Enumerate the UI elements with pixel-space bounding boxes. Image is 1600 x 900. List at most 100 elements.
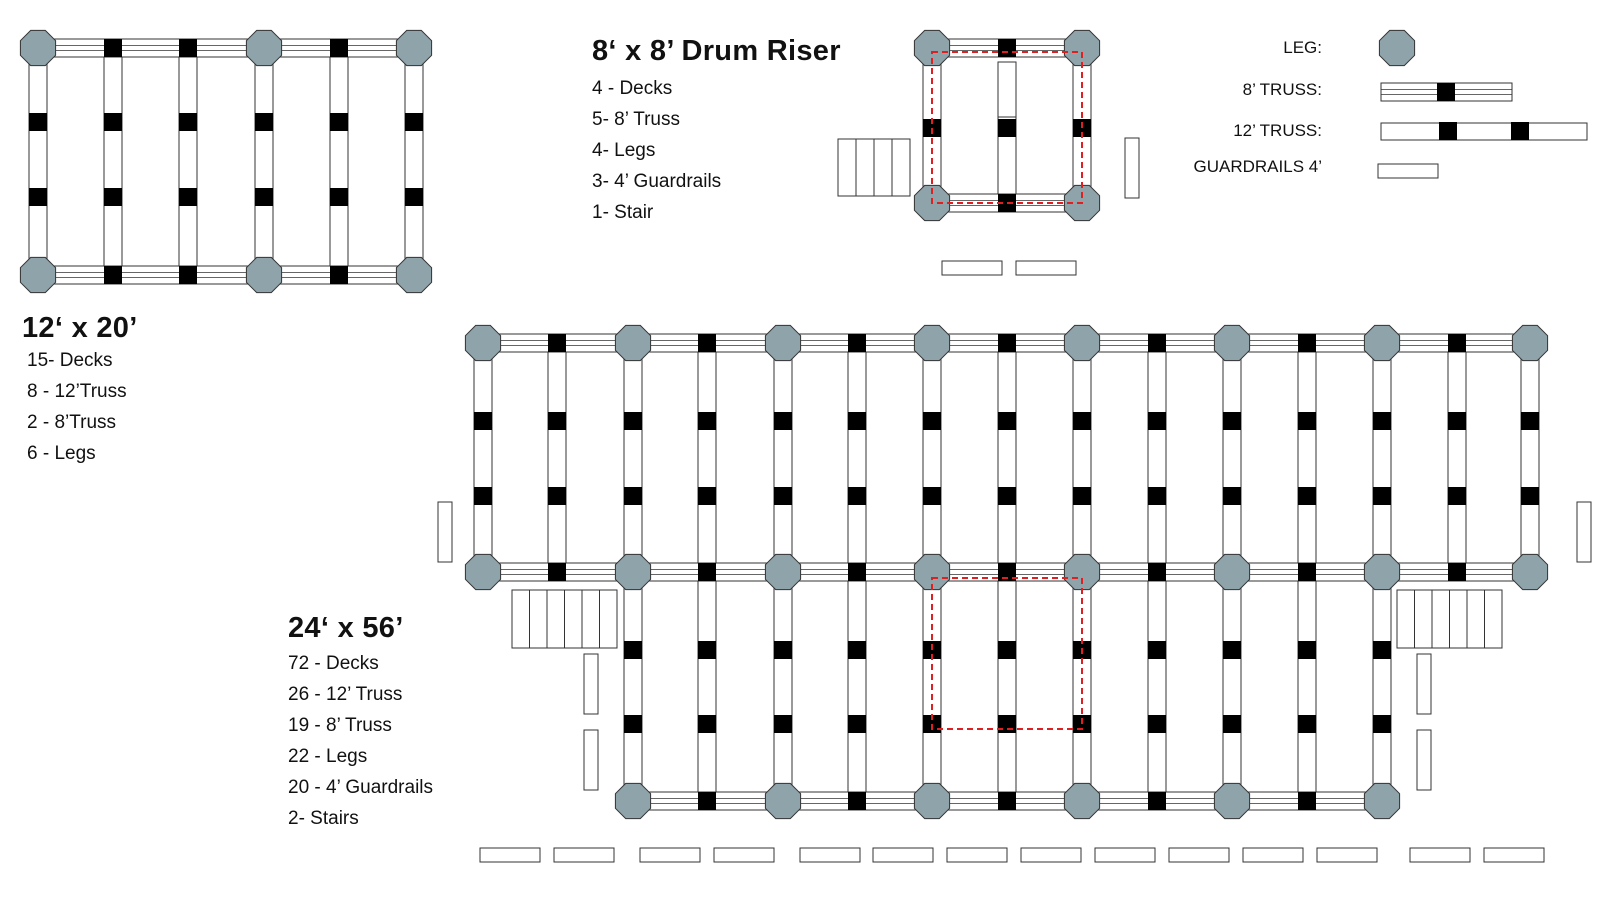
- plan-24x56-diagram: [437, 324, 1592, 863]
- truss-connector: [330, 188, 348, 206]
- truss-segment: [1297, 342, 1317, 573]
- truss-connector: [1521, 487, 1539, 505]
- truss-connector: [474, 412, 492, 430]
- truss-connector: [548, 563, 566, 581]
- truss-connector: [998, 334, 1016, 352]
- plan-24x56-item: 22 - Legs: [288, 746, 368, 767]
- truss-segment: [697, 342, 717, 573]
- truss-connector: [998, 119, 1016, 137]
- guardrail: [713, 847, 775, 863]
- truss-connector: [1148, 412, 1166, 430]
- guardrail: [1020, 847, 1082, 863]
- guardrail: [1416, 653, 1432, 715]
- truss-connector: [1439, 122, 1457, 140]
- leg-octagon: [19, 29, 57, 67]
- truss-segment: [922, 342, 942, 573]
- truss-segment: [1147, 342, 1167, 573]
- truss-segment: [1072, 571, 1092, 802]
- truss-connector: [255, 188, 273, 206]
- truss-connector: [405, 188, 423, 206]
- truss-segment: [997, 342, 1017, 573]
- truss-segment: [37, 265, 415, 285]
- leg-octagon: [464, 553, 502, 591]
- truss-connector: [774, 641, 792, 659]
- guardrail: [946, 847, 1008, 863]
- truss-segment: [329, 47, 349, 276]
- guardrail: [1483, 847, 1545, 863]
- plan-12x20-item: 2 - 8’Truss: [27, 412, 117, 433]
- truss-segment: [847, 571, 867, 802]
- leg-octagon: [1213, 324, 1251, 362]
- leg-octagon: [1511, 324, 1549, 362]
- truss-connector: [1148, 715, 1166, 733]
- truss-connector: [1223, 412, 1241, 430]
- truss-connector: [548, 334, 566, 352]
- leg-octagon: [614, 782, 652, 820]
- truss-segment: [1520, 342, 1540, 573]
- truss-segment: [847, 342, 867, 573]
- truss-connector: [998, 412, 1016, 430]
- leg-octagon: [1063, 324, 1101, 362]
- truss-connector: [1448, 563, 1466, 581]
- truss-connector: [405, 113, 423, 131]
- truss-segment: [623, 342, 643, 573]
- plan-24x56-item: 20 - 4’ Guardrails: [288, 777, 434, 798]
- truss-connector: [179, 188, 197, 206]
- leg-octagon: [1063, 29, 1101, 67]
- legend-truss12-label: 12’ TRUSS:: [1233, 121, 1322, 140]
- plan-drum-item: 3- 4’ Guardrails: [592, 171, 722, 192]
- guardrail: [437, 501, 453, 563]
- truss-connector: [1298, 563, 1316, 581]
- truss-connector: [1223, 641, 1241, 659]
- leg-octagon: [1363, 324, 1401, 362]
- guardrail: [1576, 501, 1592, 563]
- truss-connector: [104, 39, 122, 57]
- leg-octagon: [395, 29, 433, 67]
- truss-segment: [473, 342, 493, 573]
- guardrail: [872, 847, 934, 863]
- truss-connector: [1148, 487, 1166, 505]
- truss-connector: [698, 792, 716, 810]
- guardrail: [799, 847, 861, 863]
- truss-connector: [848, 792, 866, 810]
- plan-drum-item: 5- 8’ Truss: [592, 109, 680, 130]
- truss-connector: [330, 266, 348, 284]
- plan-12x20-item: 6 - Legs: [27, 443, 96, 464]
- guardrail: [1409, 847, 1471, 863]
- leg-octagon: [614, 324, 652, 362]
- truss-connector: [330, 113, 348, 131]
- guardrail: [639, 847, 701, 863]
- leg-octagon: [245, 29, 283, 67]
- guardrail: [1015, 260, 1077, 276]
- truss-segment: [28, 47, 48, 276]
- truss-connector: [1223, 715, 1241, 733]
- truss-connector: [1437, 83, 1455, 101]
- leg-octagon: [1363, 553, 1401, 591]
- leg-octagon: [913, 553, 951, 591]
- truss-segment: [697, 571, 717, 802]
- truss-connector: [848, 334, 866, 352]
- truss-connector: [1148, 563, 1166, 581]
- truss-connector: [774, 487, 792, 505]
- truss-connector: [1223, 487, 1241, 505]
- leg-octagon: [1063, 782, 1101, 820]
- truss-connector: [1448, 487, 1466, 505]
- plan-drum-title: 8‘ x 8’ Drum Riser: [592, 35, 841, 67]
- guardrail: [479, 847, 541, 863]
- plan-drum-riser-diagram: [837, 29, 1140, 276]
- truss-segment: [997, 571, 1017, 802]
- guardrail: [1168, 847, 1230, 863]
- truss-segment: [773, 571, 793, 802]
- plan-24x56-item: 72 - Decks: [288, 653, 379, 674]
- truss-connector: [848, 715, 866, 733]
- leg-octagon: [764, 324, 802, 362]
- truss-segment: [1297, 571, 1317, 802]
- truss-connector: [104, 266, 122, 284]
- drum-riser-outline: [931, 577, 1083, 730]
- truss-connector: [1521, 412, 1539, 430]
- leg-octagon: [395, 256, 433, 294]
- plan-drum-item: 1- Stair: [592, 202, 654, 223]
- truss-connector: [624, 641, 642, 659]
- drum-riser-outline: [931, 51, 1083, 204]
- leg-octagon: [913, 324, 951, 362]
